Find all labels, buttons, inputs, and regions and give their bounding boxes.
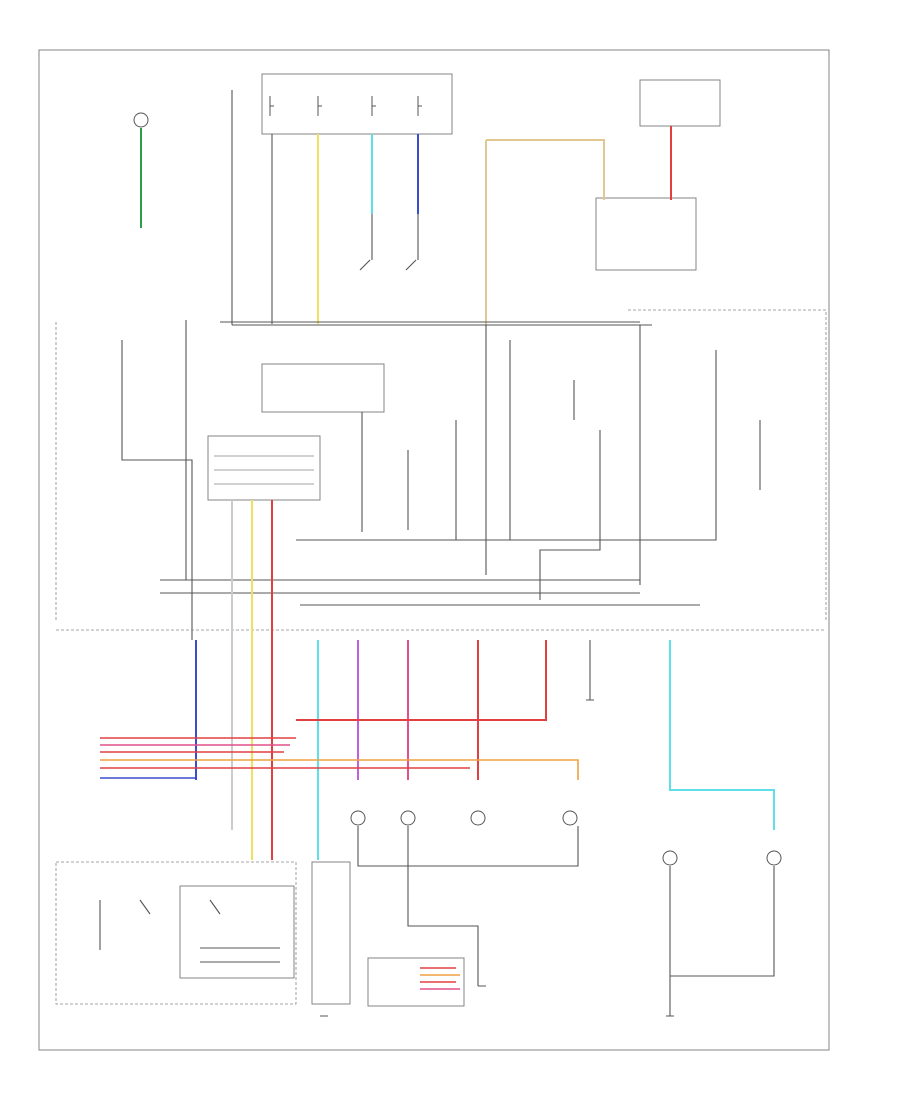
switch-2: [405, 214, 419, 271]
switch-1: [359, 214, 373, 271]
control-box: [207, 435, 321, 501]
switch-module: [55, 861, 297, 1005]
connector-pins: [420, 967, 460, 990]
ground-1: [320, 699, 674, 1017]
switch-inner: [179, 885, 295, 979]
diagram-border: [38, 49, 830, 1051]
switch-contacts: [99, 899, 280, 963]
fuse-block: [261, 73, 453, 135]
harness-bundle: [100, 737, 579, 780]
lamp-4: [562, 810, 578, 826]
wire-cyan-right: [669, 640, 775, 830]
wire-mid-1: [121, 340, 193, 640]
lamp-1: [350, 810, 366, 826]
fuse-group: [269, 96, 422, 116]
rail-dash: [55, 309, 827, 631]
lamp-5: [662, 850, 678, 866]
lamp-3: [470, 810, 486, 826]
control-box-rows: [214, 455, 314, 485]
bulb-left-top: [133, 112, 149, 128]
lamp-ground-4: [670, 866, 775, 977]
wire-tan-top: [486, 139, 605, 200]
lamp-6: [766, 850, 782, 866]
relay-module: [595, 197, 697, 271]
wire-mid-10: [296, 350, 717, 541]
wire-mid-8: [539, 430, 601, 600]
lamp-group: [350, 810, 782, 866]
lamp-ground-1: [357, 826, 579, 867]
relay-top-bracket: [639, 79, 721, 127]
lamp-ground-2: [407, 826, 479, 986]
wire-red-3: [296, 640, 547, 721]
relay-center: [261, 363, 385, 413]
lamp-2: [400, 810, 416, 826]
connector-bottom: [367, 957, 465, 1007]
module-connector: [311, 861, 351, 1005]
